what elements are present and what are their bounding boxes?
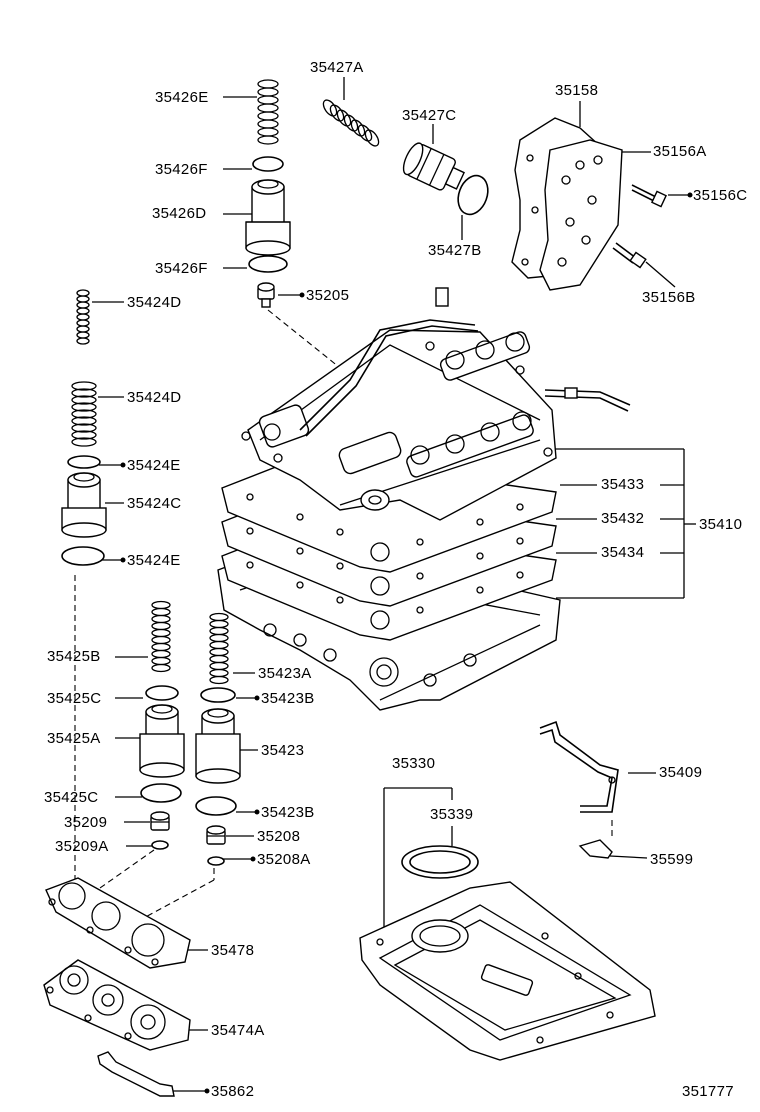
part-label-35423B-lower: 35423B [261,804,315,821]
part-label-35424E-upper: 35424E [127,457,181,474]
bracket-35862 [97,1051,175,1097]
leader-lines [92,77,696,1094]
o-ring-35427B [457,174,489,216]
part-label-35424C: 35424C [127,495,182,512]
plug-35205 [257,282,275,308]
o-ring-35209A [151,840,169,850]
part-label-35410: 35410 [699,516,743,533]
o-ring-35423B-upper [200,687,236,703]
part-label-35423A: 35423A [258,665,312,682]
part-label-35427C: 35427C [402,107,457,124]
spring-35423A [209,612,229,685]
o-ring-35423B-lower [195,796,237,816]
part-label-35424D-upper: 35424D [127,294,182,311]
pistons [61,142,667,845]
cover-plates [511,117,623,291]
part-label-35426E: 35426E [155,89,209,106]
part-label-35208A: 35208A [257,851,311,868]
plate-35599 [578,839,613,859]
spring-35424D-large [71,381,97,447]
part-label-35434: 35434 [601,544,645,561]
bolt-35156B [612,242,647,269]
diagram-id: 351777 [682,1083,734,1100]
part-label-35425C-upper: 35425C [47,690,102,707]
part-label-35427B: 35427B [428,242,482,259]
part-label-35209A: 35209A [55,838,109,855]
piston-35424C [61,472,107,538]
gasket-35474A [43,959,191,1051]
assembly-lines [74,309,613,921]
oil-pan-35330 [359,881,656,1061]
part-label-35425B: 35425B [47,648,101,665]
part-label-35424D-lower: 35424D [127,389,182,406]
part-label-35427A: 35427A [310,59,364,76]
solenoid-35427C [402,142,466,191]
part-label-35158: 35158 [555,82,599,99]
part-label-35478: 35478 [211,942,255,959]
o-rings [61,156,489,879]
part-label-35425A: 35425A [47,730,101,747]
o-ring-35424E-lower [61,546,105,566]
part-label-35209: 35209 [64,814,108,831]
part-label-35423: 35423 [261,742,305,759]
spring-35425B [151,600,171,673]
part-label-35330: 35330 [392,755,436,772]
o-ring-35424E-upper [67,455,101,469]
part-label-35425C-lower: 35425C [44,789,99,806]
part-label-35474A: 35474A [211,1022,265,1039]
spring-35424D-small [76,289,90,345]
part-label-35156B: 35156B [642,289,696,306]
o-ring-35208A [207,856,225,866]
bolt-35156C [631,184,667,208]
part-label-35423B-upper: 35423B [261,690,315,707]
part-label-35424E-lower: 35424E [127,552,181,569]
o-ring-35425C-upper [145,685,179,701]
piston-35425A [139,704,185,778]
o-ring-35426F-upper [252,156,284,172]
part-label-35339: 35339 [430,806,474,823]
spring-35426E [257,79,279,145]
detent-spring-35409 [539,720,619,813]
part-label-35426F-upper: 35426F [155,161,208,178]
part-label-35432: 35432 [601,510,645,527]
part-label-35599: 35599 [650,851,694,868]
gasket-35478 [45,877,191,969]
part-label-35205: 35205 [306,287,350,304]
part-label-35862: 35862 [211,1083,255,1100]
valve-body-35410 [217,287,631,711]
piston-35426D [245,179,291,256]
part-label-35156A: 35156A [653,143,707,160]
part-label-35426D: 35426D [152,205,207,222]
part-label-35208: 35208 [257,828,301,845]
part-label-35156C: 35156C [693,187,748,204]
part-label-35433: 35433 [601,476,645,493]
springs [71,79,380,685]
plug-35208 [206,825,226,845]
plug-35209 [150,811,170,831]
o-ring-35425C-lower [140,783,182,803]
o-ring-35426F-lower [248,255,288,273]
part-label-35426F-lower: 35426F [155,260,208,277]
gasket-35339 [401,845,479,879]
piston-35423 [195,708,241,784]
part-label-35409: 35409 [659,764,703,781]
spring-35427A [322,99,380,147]
